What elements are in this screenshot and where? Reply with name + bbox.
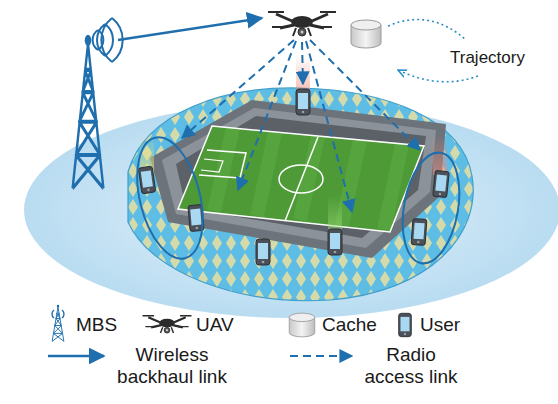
illustration-part [411, 219, 427, 246]
legend-text: MBS [76, 314, 117, 336]
legend-text: User [420, 314, 460, 336]
illustration-part [178, 126, 424, 232]
user-group-outline [126, 131, 214, 266]
illustration-part [279, 165, 323, 193]
illustration-part [52, 305, 64, 342]
illustration-part [302, 42, 303, 84]
illustration-part [256, 239, 270, 265]
radio-access-links [182, 40, 420, 212]
illustration-part [176, 116, 426, 238]
legend-text: Radio access link [358, 344, 464, 388]
illustration-part [48, 355, 104, 357]
illustration-part [296, 89, 310, 115]
illustration-part [306, 41, 352, 212]
illustration-part [399, 313, 412, 336]
light-beams [140, 55, 447, 235]
illustration-part [143, 316, 192, 333]
user-phones [138, 89, 449, 265]
illustration-part [290, 355, 352, 357]
illustration-part [433, 170, 450, 197]
mbs-tower [73, 18, 123, 188]
uav-icon [268, 12, 336, 36]
trajectory-arc [398, 70, 478, 82]
illustration-part [73, 35, 104, 189]
illustration-part [150, 100, 446, 258]
illustration-part [128, 88, 473, 301]
backhaul-link [118, 18, 262, 40]
illustration-part [199, 150, 246, 178]
legend-samples [48, 305, 411, 356]
legend-text: UAV [196, 314, 234, 336]
illustration-part [328, 229, 342, 255]
cache-icon [351, 20, 381, 48]
illustration-part [289, 313, 315, 337]
trajectory-label: Trajectory [450, 48, 525, 68]
stadium [128, 88, 473, 301]
user-group-outline [395, 148, 468, 268]
legend-text: Cache [322, 314, 377, 336]
illustration-part [138, 166, 155, 194]
illustration-part [182, 40, 294, 138]
trajectory-arc [388, 20, 466, 40]
illustration-part [285, 137, 318, 221]
legend-text: Wireless backhaul link [108, 344, 236, 388]
illustration-part [238, 41, 296, 190]
illustration-part [201, 159, 223, 172]
illustration-part [178, 126, 424, 232]
illustration-part [93, 18, 112, 62]
illustration-part [52, 310, 64, 318]
illustration-part [310, 40, 420, 150]
